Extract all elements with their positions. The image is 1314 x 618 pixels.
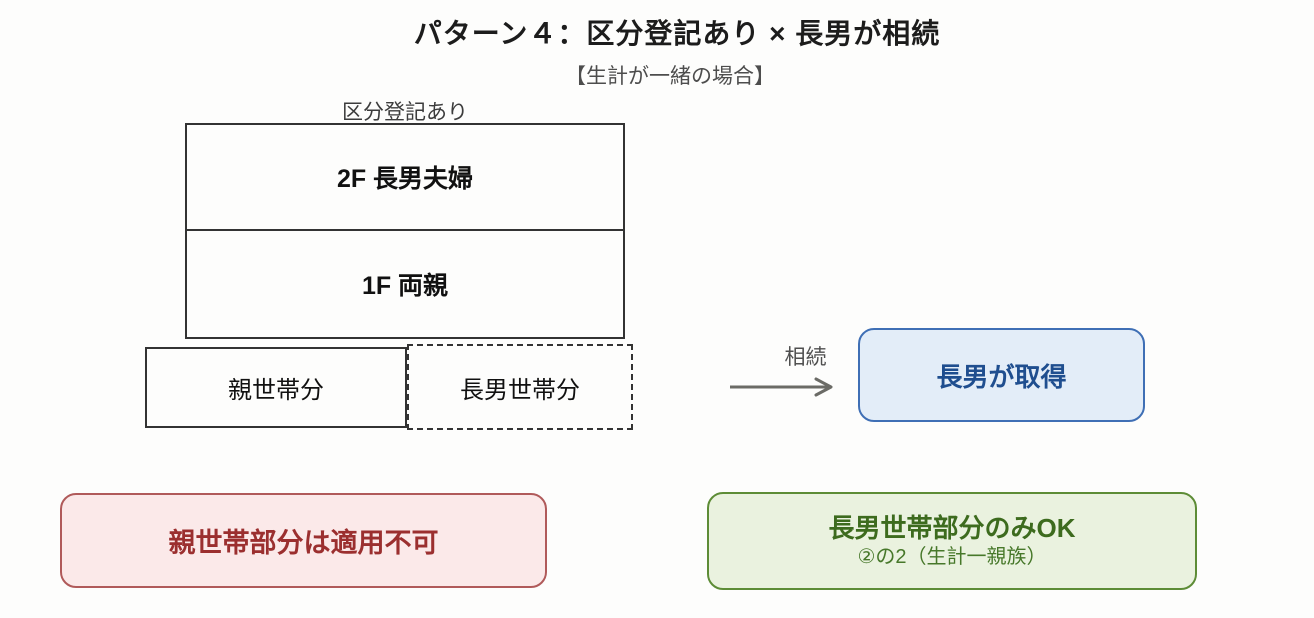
son-share-box: 長男世帯分 — [407, 344, 633, 430]
floor-2f: 2F 長男夫婦 — [187, 125, 623, 231]
page-title: パターン４：区分登記あり × 長男が相続 — [413, 18, 941, 49]
parent-note-box: 親世帯部分は適用不可 — [60, 493, 547, 588]
son-note-sub-text: ②の2（生計一親族） — [857, 546, 1047, 569]
building-registration-label: 区分登記あり — [342, 101, 468, 124]
inheritance-result-box: 長男が取得 — [858, 328, 1145, 422]
son-note-box: 長男世帯部分のみOK ②の2（生計一親族） — [707, 492, 1197, 590]
page-subtitle: 【生計が一緒の場合】 — [565, 65, 775, 88]
parent-share-box: 親世帯分 — [145, 347, 407, 428]
arrow-right-icon — [730, 377, 833, 397]
floor-1f: 1F 両親 — [361, 272, 449, 300]
building-box: 2F 長男夫婦 1F 両親 — [185, 123, 625, 339]
son-note-main-text: 長男世帯部分のみOK — [828, 512, 1076, 543]
inheritance-arrow-label: 相続 — [784, 346, 827, 369]
